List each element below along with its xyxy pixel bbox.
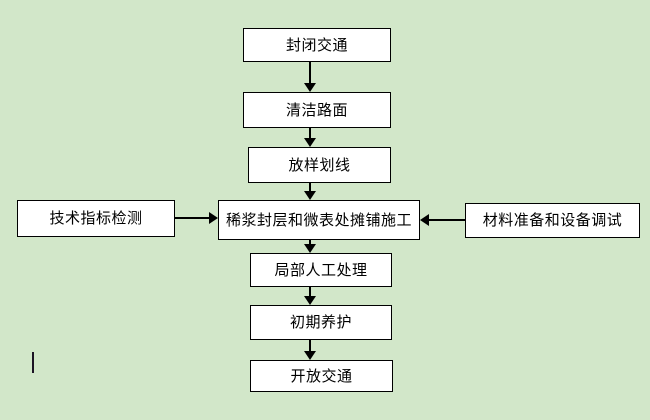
process-node-material-prep[interactable]: 材料准备和设备调试 [465, 203, 640, 238]
process-node-label: 技术指标检测 [49, 209, 143, 227]
process-node-label: 材料准备和设备调试 [482, 211, 623, 229]
process-node-paving-construction[interactable]: 稀浆封层和微表处摊铺施工 [218, 200, 420, 240]
arrowhead-icon [304, 351, 316, 360]
connector-arrow-curing-to-open [303, 340, 317, 360]
arrowhead-icon [304, 138, 316, 147]
process-node-manual-treatment[interactable]: 局部人工处理 [250, 253, 392, 287]
process-node-label: 开放交通 [290, 366, 353, 385]
process-node-label: 局部人工处理 [274, 260, 368, 279]
process-node-close-traffic[interactable]: 封闭交通 [243, 28, 391, 62]
process-node-open-traffic[interactable]: 开放交通 [250, 360, 393, 392]
connector-line [427, 219, 465, 221]
process-node-tech-index-test[interactable]: 技术指标检测 [17, 200, 175, 237]
connector-arrow-clean-to-setting [303, 128, 317, 147]
connector-line [309, 62, 311, 85]
arrowhead-icon [304, 191, 316, 200]
process-node-clean-pavement[interactable]: 清洁路面 [243, 92, 391, 128]
arrowhead-icon [304, 83, 316, 92]
process-node-setting-out[interactable]: 放样划线 [248, 147, 391, 183]
text-caret-mark [32, 352, 34, 373]
connector-line [309, 240, 311, 246]
process-node-label: 初期养护 [289, 313, 352, 331]
arrowhead-icon [304, 244, 316, 253]
arrowhead-icon [420, 214, 429, 226]
connector-arrow-manual-to-curing [303, 287, 317, 305]
process-node-label: 稀浆封层和微表处摊铺施工 [225, 210, 412, 229]
connector-arrow-material-to-paving [420, 213, 465, 227]
connector-arrow-close-to-clean [303, 62, 317, 92]
connector-line [309, 183, 311, 193]
connector-arrow-setting-to-paving [303, 183, 317, 200]
process-node-label: 封闭交通 [285, 35, 348, 54]
process-node-label: 放样划线 [288, 155, 351, 174]
connector-line [309, 340, 311, 353]
process-node-label: 清洁路面 [285, 100, 348, 119]
connector-line [309, 128, 311, 140]
arrowhead-icon [304, 296, 316, 305]
connector-line [309, 287, 311, 298]
connector-arrow-paving-to-manual [303, 240, 317, 253]
process-node-early-curing[interactable]: 初期养护 [250, 305, 392, 340]
connector-arrow-test-to-paving [175, 211, 218, 225]
arrowhead-icon [209, 212, 218, 224]
connector-line [175, 217, 211, 219]
